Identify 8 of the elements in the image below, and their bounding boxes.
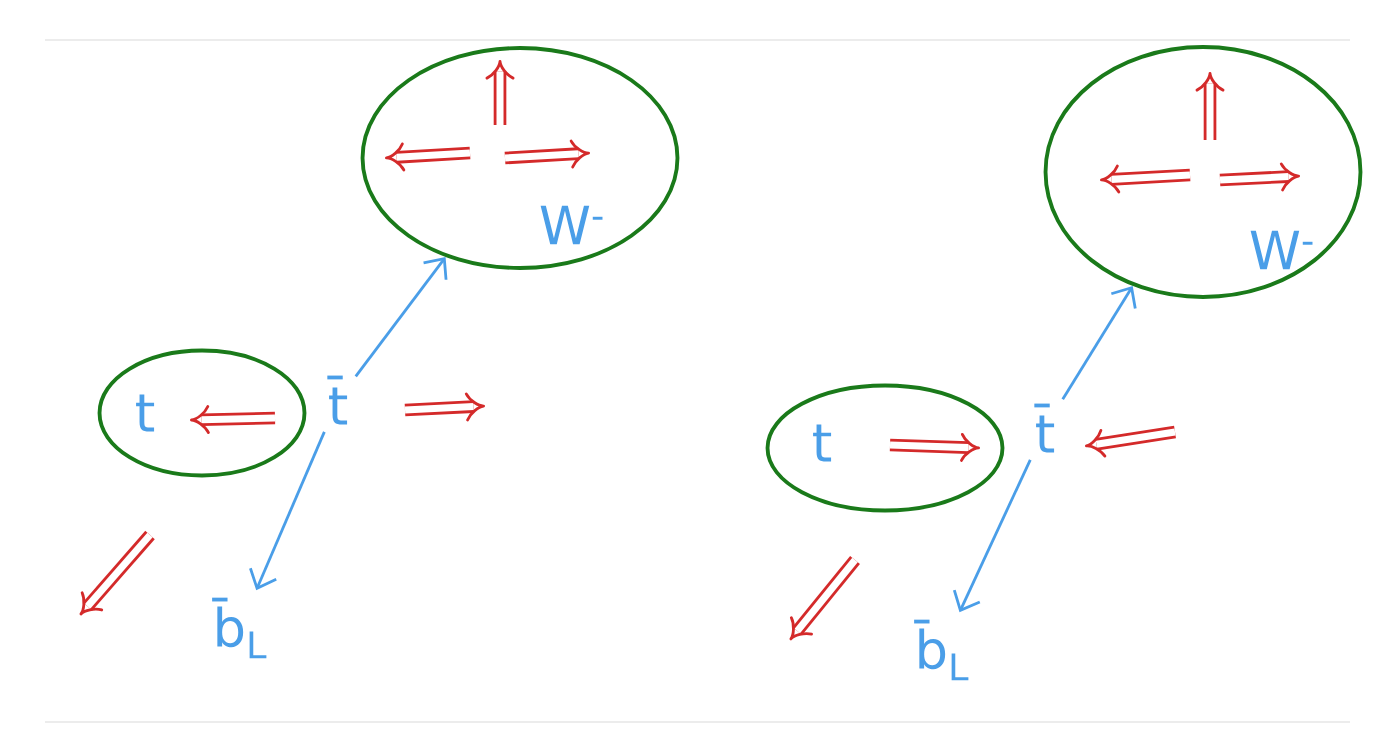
arrow [1061, 285, 1137, 401]
particle-label: t̄ [1034, 403, 1055, 453]
particle-label: b̄$_{L}$ [914, 619, 969, 681]
arrow [354, 256, 448, 378]
arrow [952, 459, 1032, 613]
particle-label: t̄ [327, 375, 348, 425]
arrow [249, 431, 326, 591]
particle-label: b̄$_{L}$ [212, 597, 267, 659]
